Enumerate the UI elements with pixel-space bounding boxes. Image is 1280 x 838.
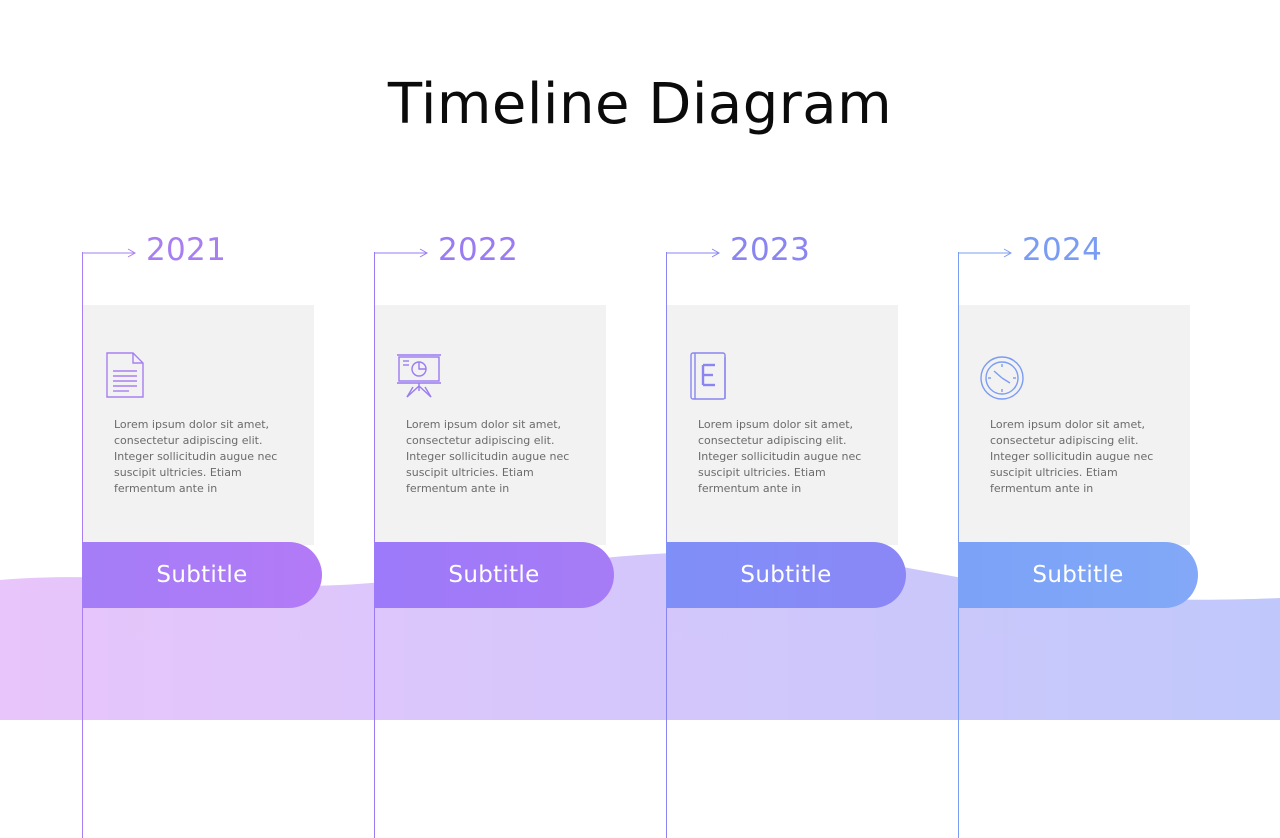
timeline-item: 2024 Lorem ipsum dolor sit amet, consect…	[958, 230, 1258, 838]
timeline-item: 2021 Lorem ipsum dolor sit amet, consect…	[82, 230, 382, 838]
arrow-right-icon	[666, 248, 721, 258]
card-text: Lorem ipsum dolor sit amet, consectetur …	[698, 418, 862, 495]
content-card: Lorem ipsum dolor sit amet, consectetur …	[959, 305, 1190, 545]
year-label: 2023	[730, 232, 811, 268]
document-icon	[106, 352, 144, 398]
content-card: Lorem ipsum dolor sit amet, consectetur …	[83, 305, 314, 545]
presentation-chart-icon	[397, 354, 441, 398]
card-text: Lorem ipsum dolor sit amet, consectetur …	[990, 418, 1154, 495]
clock-icon	[980, 356, 1024, 400]
year-label: 2021	[146, 232, 227, 268]
arrow-right-icon	[374, 248, 429, 258]
arrow-right-icon	[958, 248, 1013, 258]
timeline-item: 2023 Lorem ipsum dolor sit amet, consect…	[666, 230, 966, 838]
content-card: Lorem ipsum dolor sit amet, consectetur …	[667, 305, 898, 545]
book-icon	[690, 352, 726, 400]
timeline-item: 2022 Lorem ipsum dolor sit amet, consect…	[374, 230, 674, 838]
subtitle-button[interactable]: Subtitle	[82, 542, 322, 608]
arrow-right-icon	[82, 248, 137, 258]
content-card: Lorem ipsum dolor sit amet, consectetur …	[375, 305, 606, 545]
card-text: Lorem ipsum dolor sit amet, consectetur …	[406, 418, 570, 495]
year-label: 2024	[1022, 232, 1103, 268]
subtitle-button[interactable]: Subtitle	[374, 542, 614, 608]
subtitle-button[interactable]: Subtitle	[666, 542, 906, 608]
card-text: Lorem ipsum dolor sit amet, consectetur …	[114, 418, 278, 495]
page-title: Timeline Diagram	[387, 72, 893, 137]
subtitle-button[interactable]: Subtitle	[958, 542, 1198, 608]
year-label: 2022	[438, 232, 519, 268]
